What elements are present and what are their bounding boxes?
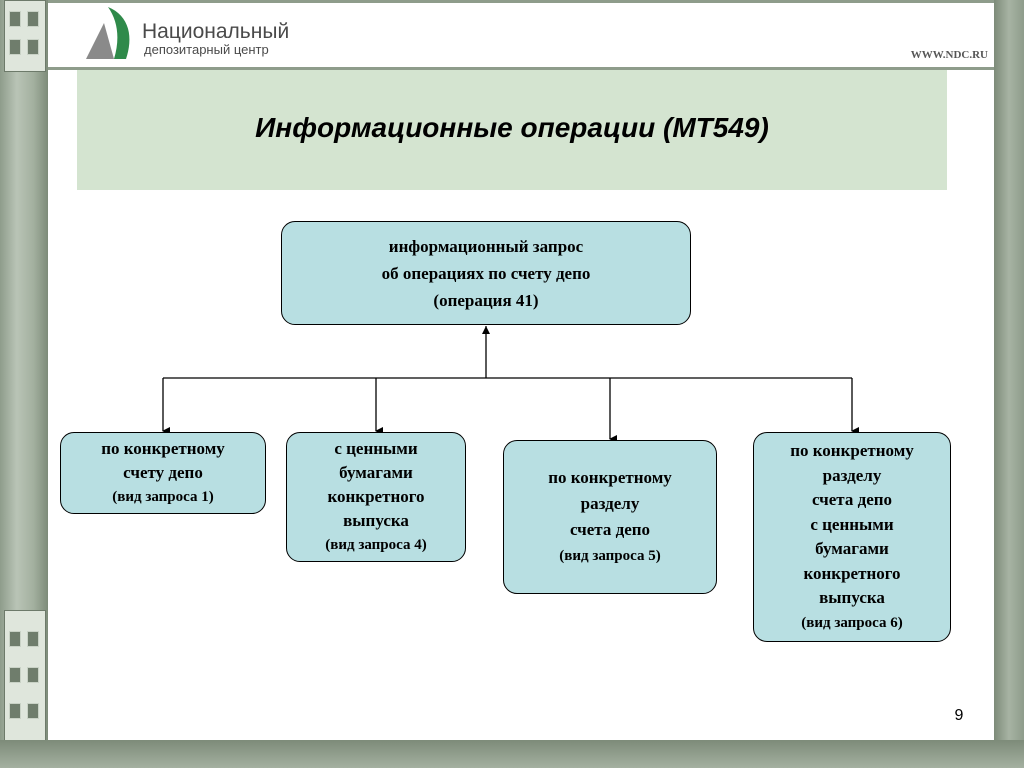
root-request-node: информационный запрос об операциях по сч…: [281, 221, 691, 325]
window-shape: [27, 39, 39, 55]
node-line: разделу: [580, 494, 640, 513]
logo-subtitle: депозитарный центр: [144, 42, 269, 57]
window-shape: [9, 703, 21, 719]
node-line: по конкретному: [790, 441, 914, 460]
header-divider: [48, 67, 994, 70]
logo-title: Национальный: [142, 20, 290, 43]
window-shape: [9, 667, 21, 683]
left-frame-photo: [0, 0, 48, 768]
request-type-4-node: с ценными бумагами конкретного выпуска (…: [286, 432, 466, 562]
request-type-5-node: по конкретному разделу счета депо (вид з…: [503, 440, 717, 594]
request-type-1-node: по конкретному счету депо (вид запроса 1…: [60, 432, 266, 514]
slide-title: Информационные операции (МТ549): [255, 112, 769, 143]
arrowhead-up-root: [482, 326, 490, 334]
window-shape: [9, 39, 21, 55]
node-line: конкретного: [327, 487, 425, 506]
window-shape: [9, 11, 21, 27]
right-frame: [994, 0, 1024, 768]
site-url: WWW.NDC.RU: [910, 49, 988, 61]
building-image-bottom: [4, 610, 46, 742]
page-number: 9: [954, 707, 964, 724]
node-note: (вид запроса 1): [112, 489, 214, 505]
request-type-6-node: по конкретному разделу счета депо с ценн…: [753, 432, 951, 642]
node-line: выпуска: [343, 511, 409, 530]
node-line: счета депо: [811, 490, 893, 509]
node-note: (вид запроса 4): [325, 537, 427, 553]
node-line: с ценными: [810, 514, 894, 534]
window-shape: [27, 667, 39, 683]
ndc-logo-icon: [86, 7, 130, 59]
node-line: по конкретному: [101, 439, 225, 458]
node-line: разделу: [822, 465, 882, 485]
node-line: бумагами: [815, 539, 889, 558]
slide-header: Национальный депозитарный центр WWW.NDC.…: [48, 3, 994, 67]
node-line: конкретного: [803, 563, 901, 583]
building-image-top: [4, 0, 46, 72]
top-frame: [48, 0, 994, 3]
node-line: счету депо: [123, 463, 203, 482]
title-band: Информационные операции (МТ549): [77, 70, 947, 190]
bottom-frame: [0, 740, 1024, 768]
node-line: выпуска: [819, 588, 885, 607]
window-shape: [27, 703, 39, 719]
node-note: (вид запроса 5): [559, 548, 661, 564]
node-note: (вид запроса 6): [801, 614, 903, 631]
window-shape: [9, 631, 21, 647]
node-line: бумагами: [339, 463, 413, 482]
node-line: с ценными: [334, 439, 418, 458]
node-line: по конкретному: [548, 468, 672, 487]
root-line: об операциях по счету депо: [381, 263, 591, 283]
window-shape: [27, 11, 39, 27]
node-line: счета депо: [569, 520, 651, 539]
root-line: (операция 41): [433, 290, 539, 310]
window-shape: [27, 631, 39, 647]
root-line: информационный запрос: [388, 236, 584, 256]
